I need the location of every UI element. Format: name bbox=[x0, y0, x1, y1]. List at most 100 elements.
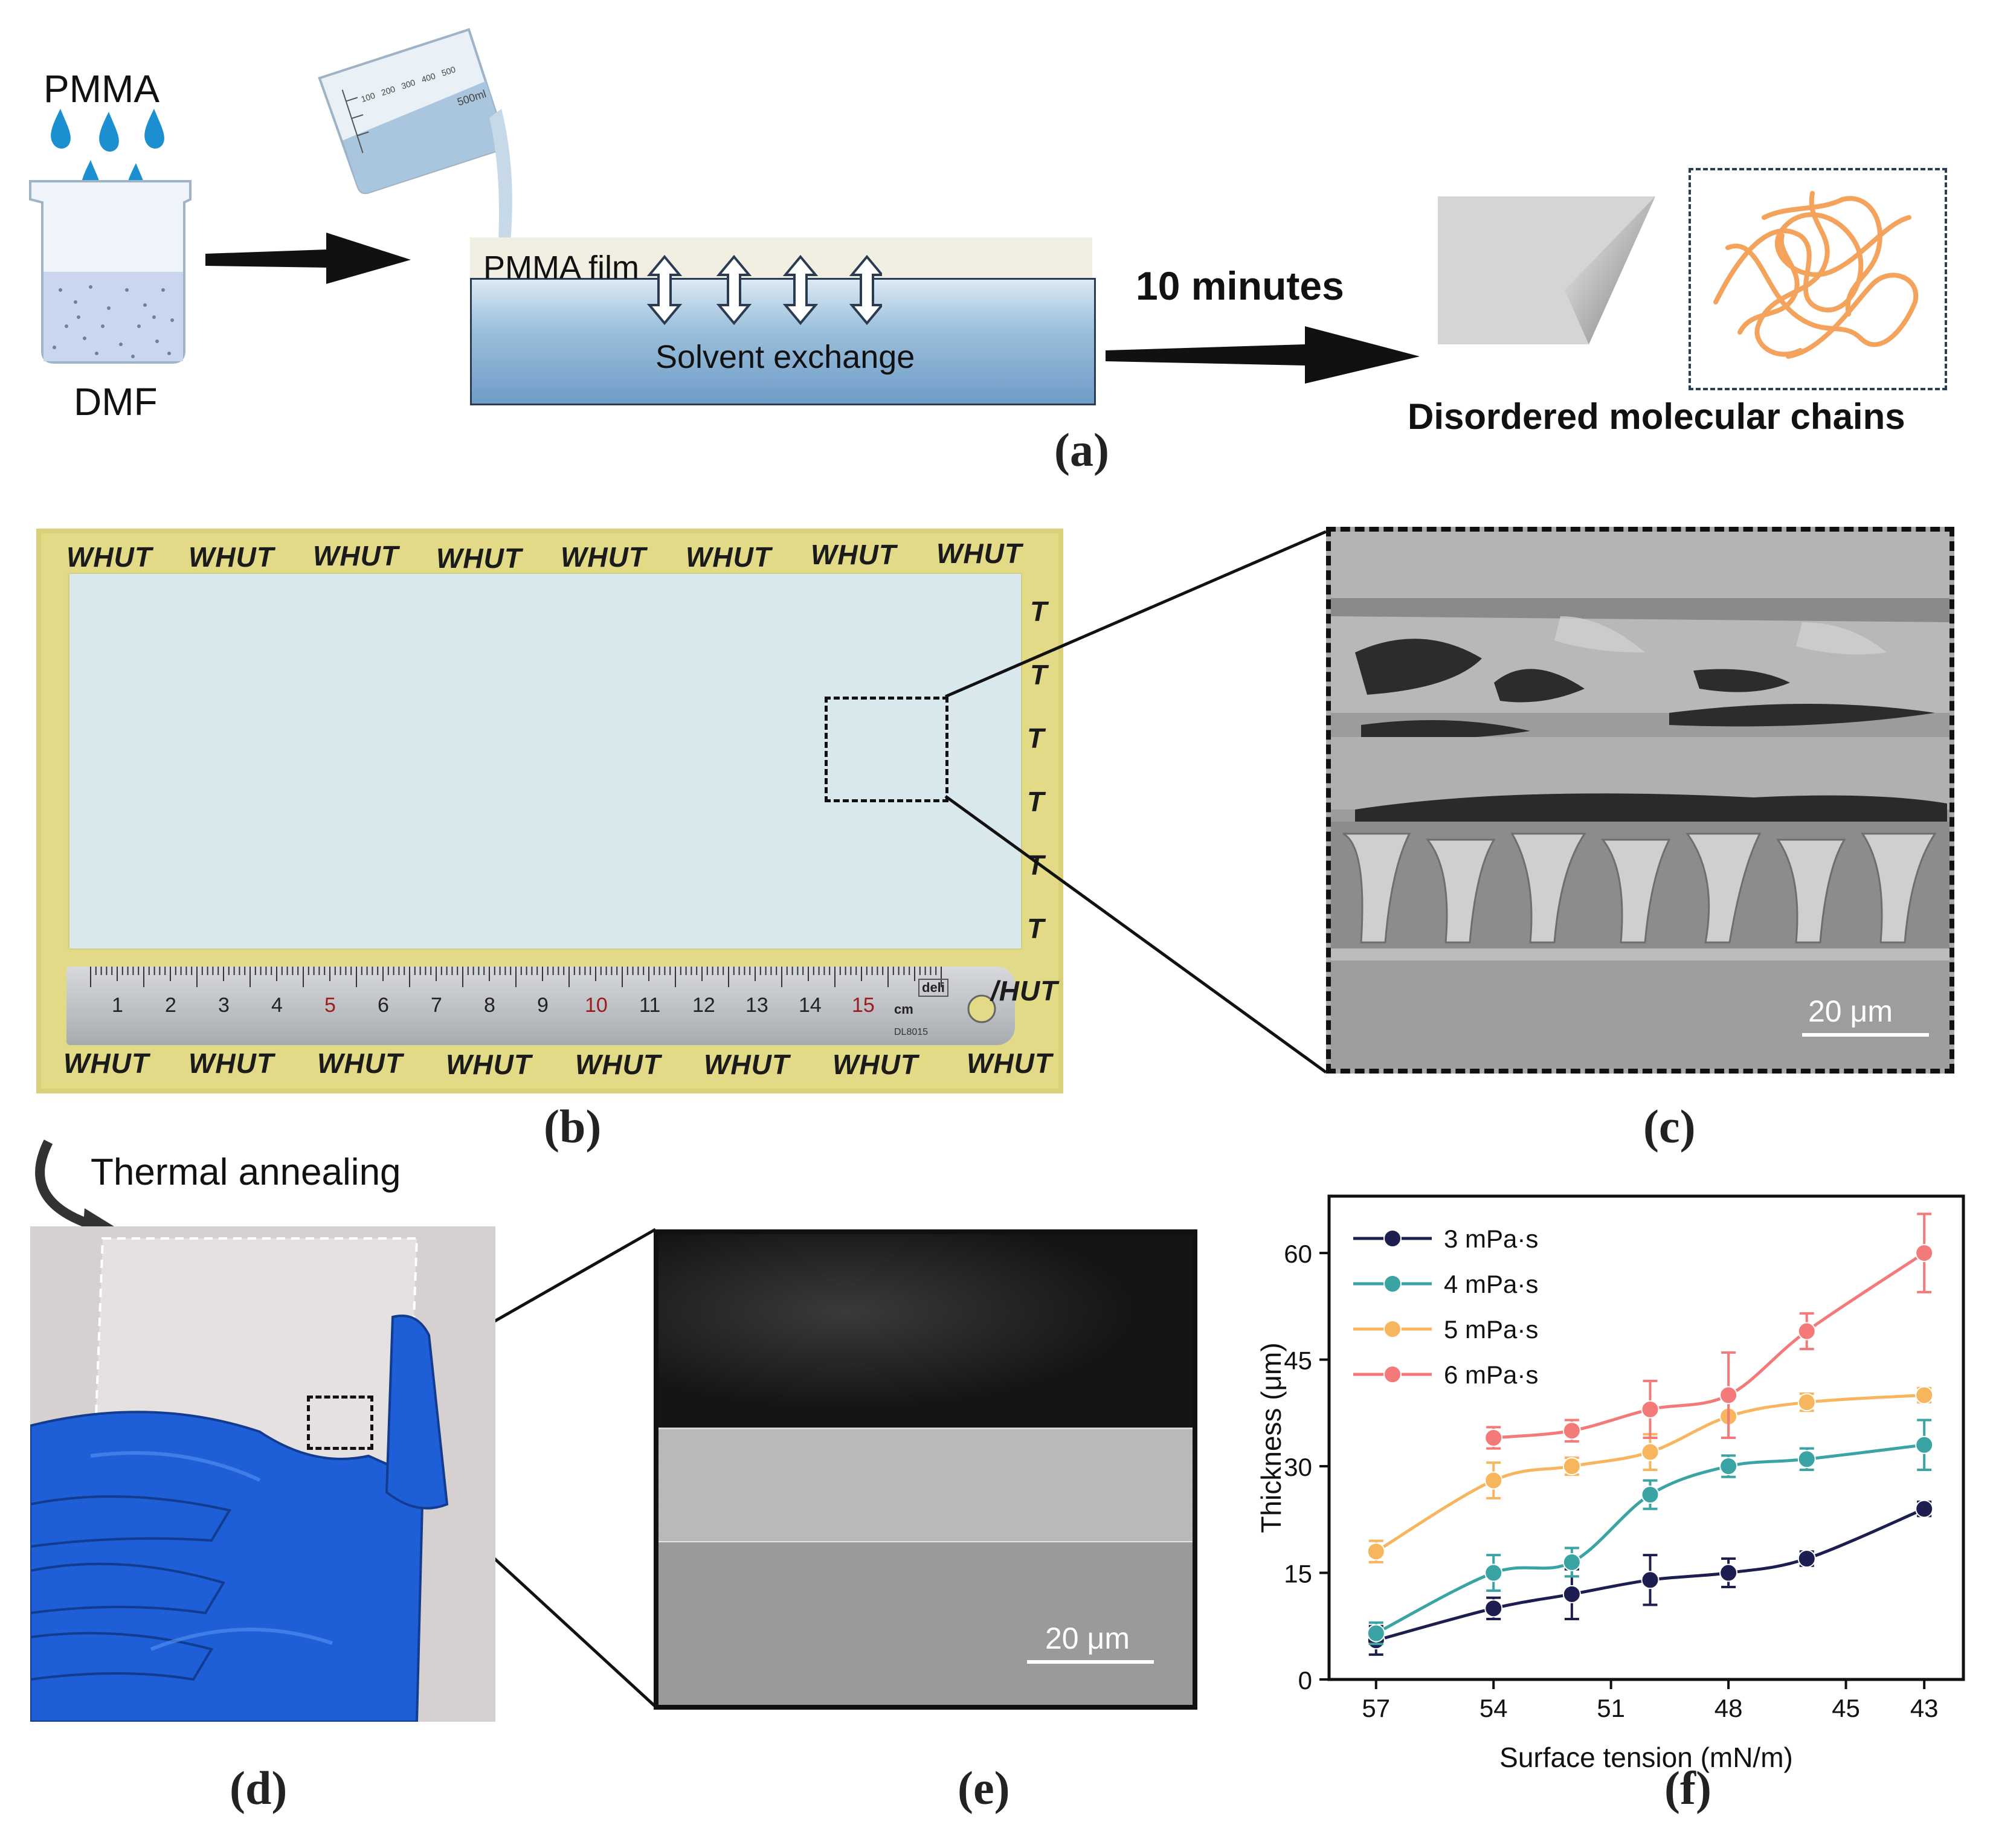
data-point bbox=[1797, 1393, 1816, 1412]
ruler-brand: deli bbox=[918, 979, 948, 997]
pmma-film-sheet bbox=[69, 574, 1021, 948]
y-tick-label: 45 bbox=[1284, 1347, 1312, 1375]
whut-text-partial: T bbox=[1027, 786, 1045, 817]
ruler-number: 13 bbox=[745, 994, 768, 1017]
whut-text: WHUT bbox=[436, 542, 522, 574]
whut-text: WHUT bbox=[686, 541, 771, 573]
scale-bar bbox=[1027, 1660, 1154, 1664]
dmf-beaker-drawing bbox=[29, 109, 192, 364]
caption-c: (c) bbox=[1643, 1100, 1696, 1153]
data-point bbox=[1484, 1599, 1503, 1618]
panel-a: PMMA DMF bbox=[0, 0, 1993, 483]
sem-cross-section bbox=[1331, 532, 1950, 1069]
sem-vacuum-region bbox=[658, 1234, 1193, 1428]
ruler-number: 2 bbox=[165, 994, 176, 1017]
scale-bar-label: 20 μm bbox=[1045, 1621, 1130, 1655]
beaker-mark: 400 bbox=[420, 71, 436, 85]
legend-marker bbox=[1383, 1365, 1402, 1383]
whut-text-partial: T bbox=[1030, 596, 1048, 627]
ruler-number: 1 bbox=[112, 994, 123, 1017]
ruler-code: DL8015 bbox=[894, 1027, 929, 1037]
beaker-mark: 500 bbox=[440, 64, 457, 78]
data-point bbox=[1915, 1435, 1934, 1454]
ruler-number: 8 bbox=[484, 994, 495, 1017]
solvent-tray bbox=[470, 278, 1096, 405]
y-tick-label: 0 bbox=[1298, 1666, 1312, 1695]
data-point bbox=[1797, 1550, 1816, 1568]
legend-marker bbox=[1383, 1320, 1402, 1338]
beaker-mark: 100 bbox=[360, 91, 376, 105]
data-point bbox=[1562, 1421, 1581, 1440]
data-point bbox=[1719, 1457, 1738, 1476]
data-point bbox=[1641, 1486, 1660, 1504]
ruler-number: 12 bbox=[692, 994, 715, 1017]
pmma-label: PMMA bbox=[43, 67, 159, 111]
pmma-film-label: PMMA film bbox=[483, 250, 640, 286]
data-point bbox=[1915, 1386, 1934, 1405]
ruler-number: 14 bbox=[799, 994, 822, 1017]
x-axis-label: Surface tension (mN/m) bbox=[1499, 1742, 1793, 1773]
whut-text: WHUT bbox=[66, 541, 152, 573]
whut-text: WHUT bbox=[832, 1049, 918, 1080]
x-tick-label: 51 bbox=[1597, 1694, 1625, 1722]
caption-f: (f) bbox=[1664, 1762, 1711, 1814]
solvent-exchange-label: Solvent exchange bbox=[655, 339, 915, 375]
whut-text: WHUT bbox=[704, 1049, 790, 1080]
caption-b: (b) bbox=[544, 1100, 602, 1153]
zoom-region-box bbox=[307, 1396, 373, 1450]
x-tick-label: 48 bbox=[1714, 1694, 1743, 1722]
caption-e: (e) bbox=[958, 1762, 1010, 1814]
data-point bbox=[1641, 1443, 1660, 1461]
panel-d-photo bbox=[30, 1226, 495, 1722]
plot-frame bbox=[1327, 1194, 1965, 1681]
data-point bbox=[1797, 1450, 1816, 1469]
ruler-number: 5 bbox=[324, 994, 336, 1017]
data-point bbox=[1562, 1553, 1581, 1571]
arrow-right-icon bbox=[205, 233, 411, 284]
dmf-label: DMF bbox=[74, 380, 158, 423]
whut-text-partial: T bbox=[1030, 659, 1048, 691]
whut-text-partial: T bbox=[1027, 723, 1045, 754]
panel-e-sem: 20 μm bbox=[654, 1229, 1197, 1710]
data-point bbox=[1484, 1563, 1503, 1582]
ruler-number: 10 bbox=[585, 994, 608, 1017]
annealing-label: Thermal annealing bbox=[91, 1151, 401, 1193]
data-point bbox=[1367, 1542, 1385, 1561]
molecular-chains-drawing bbox=[1713, 191, 1919, 359]
whut-text: WHUT bbox=[811, 539, 897, 570]
y-tick-label: 30 bbox=[1284, 1453, 1312, 1481]
ruler-number: 7 bbox=[431, 994, 442, 1017]
whut-text: WHUT bbox=[446, 1049, 532, 1080]
data-point bbox=[1719, 1563, 1738, 1582]
beaker-mark: 300 bbox=[400, 77, 416, 91]
series-line bbox=[1493, 1252, 1925, 1440]
legend-label: 4 mPa·s bbox=[1444, 1270, 1538, 1298]
data-point bbox=[1562, 1585, 1581, 1603]
whut-text: WHUT bbox=[561, 541, 646, 573]
data-point bbox=[1719, 1386, 1738, 1405]
beaker-mark: 200 bbox=[380, 84, 396, 98]
ruler-ticks bbox=[90, 967, 996, 1023]
whut-text: WHUT bbox=[63, 1048, 149, 1079]
zoom-region-box bbox=[825, 697, 948, 802]
data-point bbox=[1797, 1322, 1816, 1341]
whut-text: WHUT bbox=[188, 1048, 274, 1079]
time-label: 10 minutes bbox=[1136, 263, 1344, 308]
scale-bar-label: 20 μm bbox=[1808, 994, 1893, 1028]
sem-substrate bbox=[658, 1542, 1193, 1705]
ruler-number: 4 bbox=[271, 994, 283, 1017]
whut-text: WHUT bbox=[317, 1048, 403, 1079]
whut-text: WHUT bbox=[936, 538, 1022, 569]
legend-label: 3 mPa·s bbox=[1444, 1225, 1538, 1253]
data-point bbox=[1641, 1400, 1660, 1418]
pmma-film-layer bbox=[470, 237, 1092, 283]
whut-text-partial: T bbox=[1027, 913, 1045, 944]
data-point bbox=[1641, 1571, 1660, 1589]
ruler-number: 11 bbox=[639, 994, 661, 1017]
data-point bbox=[1367, 1624, 1385, 1643]
y-axis-label: Thickness (μm) bbox=[1255, 1342, 1287, 1533]
legend-label: 6 mPa·s bbox=[1444, 1360, 1538, 1389]
whut-text: WHUT bbox=[188, 541, 274, 573]
data-point bbox=[1915, 1499, 1934, 1518]
ruler-unit: cm bbox=[894, 1002, 913, 1017]
